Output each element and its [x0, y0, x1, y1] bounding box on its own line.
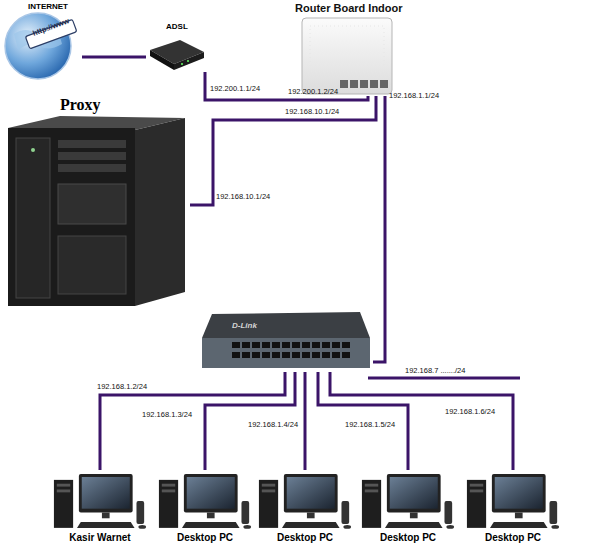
- server-bay: [58, 184, 126, 224]
- ip-address: 192.168.1.1/24: [389, 92, 439, 100]
- internet-globe: [5, 13, 77, 79]
- router-port: [350, 80, 358, 88]
- network-cable: [205, 72, 368, 100]
- server-bay: [58, 152, 126, 160]
- adsl-modem: [150, 40, 204, 70]
- switch-ports: [232, 342, 350, 358]
- network-cable: [373, 96, 385, 362]
- desktop-computer: [467, 474, 559, 529]
- computer-node: Desktop PC: [465, 470, 561, 546]
- computer-node: Desktop PC: [157, 470, 253, 546]
- router-port: [340, 80, 348, 88]
- server-front: [8, 128, 135, 306]
- network-cable: [190, 96, 376, 205]
- device-label: D-Link: [232, 322, 257, 331]
- router-port: [360, 80, 368, 88]
- modem-led: [187, 60, 189, 62]
- switch-node: D-Link: [198, 308, 373, 372]
- server-side: [135, 118, 185, 306]
- network-cable: [304, 372, 307, 470]
- device-label: Router Board Indoor: [295, 2, 403, 14]
- server-panel: [16, 138, 50, 298]
- server-bay: [58, 164, 126, 172]
- router-board: [302, 18, 392, 94]
- router-port: [370, 80, 378, 88]
- ip-address: 192.168.1.2/24: [97, 383, 147, 391]
- modem-front: [174, 52, 204, 70]
- modem-led: [181, 63, 183, 65]
- ip-address: 192.168.7 ......./24: [405, 367, 465, 375]
- device-label: Desktop PC: [257, 532, 353, 543]
- ip-address: 192.168.1.4/24: [248, 421, 298, 429]
- device-label: Kasir Warnet: [52, 532, 148, 543]
- computer-node: Desktop PC: [257, 470, 353, 546]
- computer-node: Desktop PC: [360, 470, 456, 546]
- computer-node: Kasir Warnet: [52, 470, 148, 546]
- ip-address: 192.168.1.5/24: [345, 421, 395, 429]
- router-vents: [310, 26, 384, 72]
- ip-address: 192.200.1.2/24: [288, 88, 338, 96]
- server-bay: [58, 140, 126, 148]
- device-label: INTERNET: [28, 3, 68, 12]
- ip-address: 192.200.1.1/24: [210, 85, 260, 93]
- device-label: Proxy: [60, 96, 101, 114]
- router-port: [380, 80, 388, 88]
- device-label: Desktop PC: [465, 532, 561, 543]
- network-cable: [318, 372, 408, 470]
- desktop-computer: [362, 474, 454, 529]
- device-label: Desktop PC: [157, 532, 253, 543]
- server-led: [31, 148, 35, 152]
- desktop-computer: [259, 474, 351, 529]
- proxy-server: [8, 116, 185, 306]
- open-cable: [368, 377, 520, 380]
- network-cable: [330, 372, 513, 470]
- kasir-computer: [54, 474, 146, 529]
- network-switch: [202, 312, 370, 368]
- desktop-computer: [159, 474, 251, 529]
- device-label: ADSL: [166, 23, 188, 32]
- modem-node: ADSL: [146, 22, 210, 72]
- ip-address: 192.168.1.6/24: [445, 408, 495, 416]
- modem-side: [150, 50, 174, 70]
- switch-front: [202, 338, 370, 368]
- ip-address: 192.168.10.1/24: [216, 193, 270, 201]
- network-cable: [82, 56, 146, 59]
- device-label: Desktop PC: [360, 532, 456, 543]
- internet-node: INTERNET: [0, 0, 82, 84]
- ip-address: 192.168.10.1/24: [285, 108, 339, 116]
- router-node: Router Board Indoor: [290, 0, 402, 96]
- router-case: [302, 18, 392, 94]
- ip-address: 192.168.1.3/24: [142, 411, 192, 419]
- server-bay: [58, 236, 126, 294]
- server-node: Proxy: [0, 96, 190, 308]
- switch-top: [202, 312, 370, 338]
